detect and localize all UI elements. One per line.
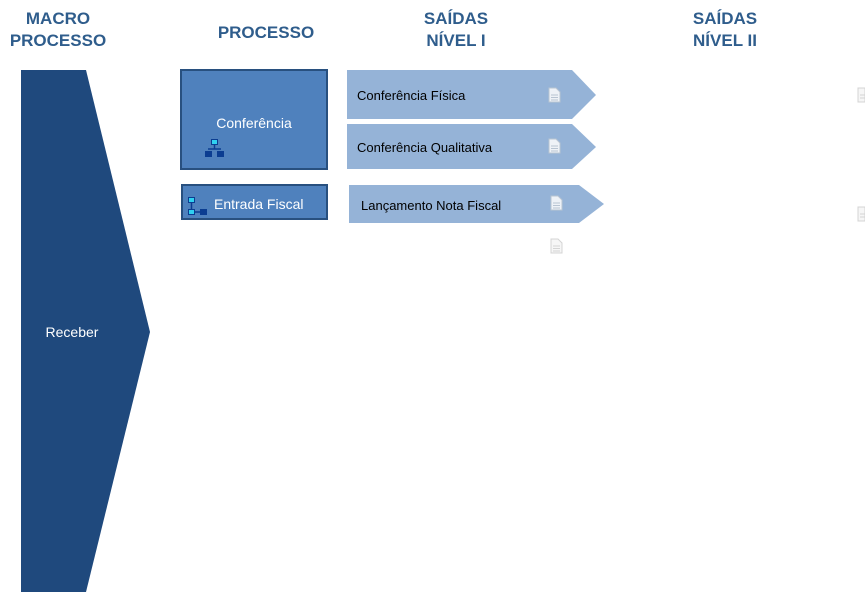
- document-icon[interactable]: [548, 138, 561, 154]
- process-entrada-fiscal[interactable]: Entrada Fiscal: [181, 184, 328, 220]
- macro-process-label: Receber: [45, 324, 99, 340]
- document-icon[interactable]: [857, 206, 865, 222]
- document-icon[interactable]: [550, 195, 563, 211]
- output-conferencia-fisica[interactable]: [347, 70, 597, 120]
- header-processo: PROCESSO: [217, 23, 315, 42]
- process-conferencia-label: Conferência: [216, 115, 292, 131]
- output-lancamento-nota-fiscal[interactable]: [349, 185, 605, 224]
- header-saidas-nivel-1: SAÍDAS NÍVEL I: [423, 9, 489, 50]
- header-macro-processo: MACRO PROCESSO: [9, 9, 107, 50]
- document-icon[interactable]: [548, 87, 561, 103]
- output-lancamento-nota-fiscal-label: Lançamento Nota Fiscal: [361, 198, 502, 213]
- document-icon[interactable]: [550, 238, 563, 254]
- header-saidas-nivel-2: SAÍDAS NÍVEL II: [692, 9, 758, 50]
- hierarchy-icon: [188, 197, 207, 215]
- output-conferencia-fisica-label: Conferência Física: [357, 88, 466, 103]
- macro-process-shape[interactable]: [0, 0, 160, 592]
- output-conferencia-qualitativa[interactable]: [347, 124, 597, 170]
- process-conferencia[interactable]: Conferência: [180, 69, 328, 170]
- document-icon[interactable]: [857, 87, 865, 103]
- hierarchy-icon: [205, 139, 224, 157]
- output-conferencia-qualitativa-label: Conferência Qualitativa: [357, 140, 493, 155]
- process-entrada-fiscal-label: Entrada Fiscal: [214, 196, 304, 212]
